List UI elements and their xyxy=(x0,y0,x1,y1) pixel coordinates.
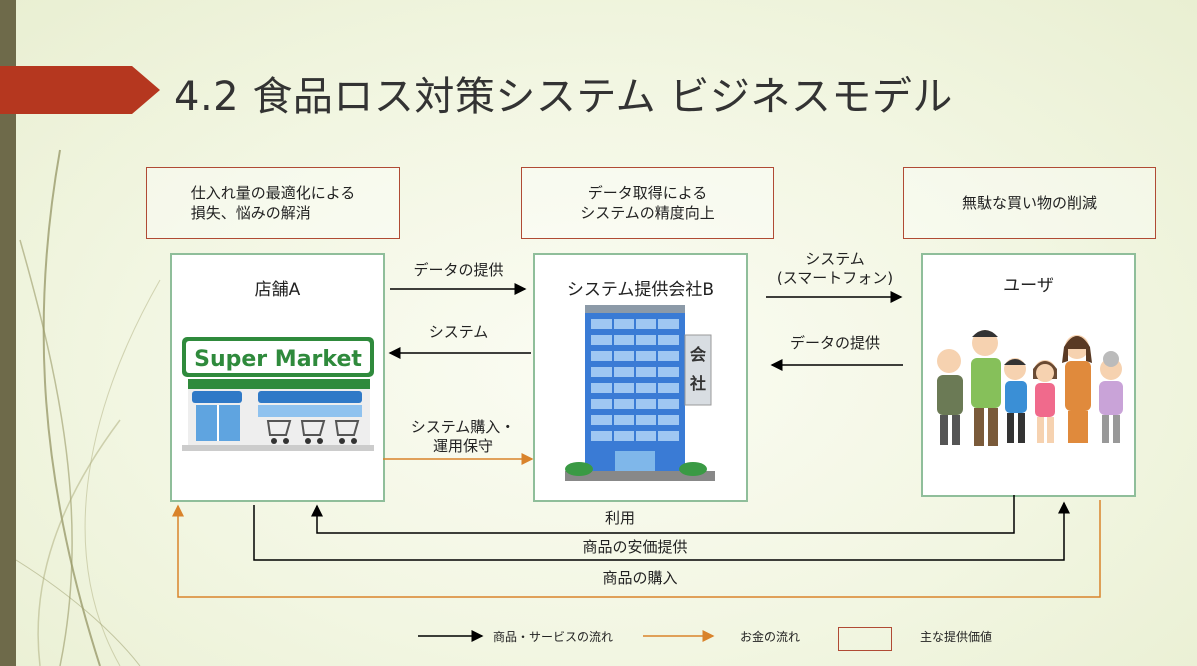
label-store-to-company: データの提供 xyxy=(413,261,504,279)
label-store-pay-company-line1: システム購入・ xyxy=(410,418,516,436)
value-box-store: 仕入れ量の最適化による 損失、悩みの解消 xyxy=(146,167,400,239)
label-company-to-user-line2: (スマートフォン) xyxy=(776,269,894,287)
legend-goods-label: 商品・サービスの流れ xyxy=(493,630,614,644)
label-purchase: 商品の購入 xyxy=(602,569,678,587)
supermarket-sign-text: Super Market xyxy=(194,347,362,372)
value-box-store-line1: 仕入れ量の最適化による xyxy=(190,184,356,202)
value-box-company: データ取得による システムの精度向上 xyxy=(521,167,774,239)
label-company-to-store: システム xyxy=(428,323,489,341)
label-user-to-company: データの提供 xyxy=(789,334,880,352)
label-company-to-user-line1: システム xyxy=(805,250,865,268)
office-building-icon: 会 社 xyxy=(565,305,715,481)
entity-company: システム提供会社B 会 社 xyxy=(533,253,748,502)
entity-store: 店舗A Super Market xyxy=(170,253,385,502)
entity-user: ユーザ xyxy=(921,253,1136,497)
family-group-icon xyxy=(937,330,1123,446)
entity-user-label: ユーザ xyxy=(1003,276,1054,296)
entity-company-label: システム提供会社B xyxy=(566,280,715,300)
label-store-pay-company-line2: 運用保守 xyxy=(432,437,493,455)
label-company-to-user: システム (スマートフォン) xyxy=(762,250,908,288)
entity-store-label: 店舗A xyxy=(254,280,301,300)
arrow-discount xyxy=(253,501,1070,561)
slide-title: 4.2 食品ロス対策システム ビジネスモデル xyxy=(174,74,953,120)
left-accent-bar xyxy=(0,0,16,666)
supermarket-icon: Super Market xyxy=(182,337,374,451)
title-arrow-shape xyxy=(0,66,160,114)
value-box-user-line1: 無駄な買い物の削減 xyxy=(961,194,1097,212)
value-box-company-line2: システムの精度向上 xyxy=(580,204,715,222)
arrow-purchase xyxy=(172,500,1101,598)
legend-value-box xyxy=(838,627,892,651)
legend-value-label: 主な提供価値 xyxy=(920,630,993,644)
company-sign-char2: 社 xyxy=(689,374,706,393)
legend-money-label: お金の流れ xyxy=(740,630,801,644)
label-use: 利用 xyxy=(604,509,635,527)
value-box-user: 無駄な買い物の削減 xyxy=(903,167,1156,239)
label-discount: 商品の安価提供 xyxy=(582,538,688,556)
arrow-use xyxy=(311,495,1015,534)
label-store-pay-company: システム購入・ 運用保守 xyxy=(393,418,533,456)
company-sign-char1: 会 xyxy=(690,345,706,364)
value-box-store-line2: 損失、悩みの解消 xyxy=(190,204,311,222)
value-box-company-line1: データ取得による xyxy=(587,184,708,202)
